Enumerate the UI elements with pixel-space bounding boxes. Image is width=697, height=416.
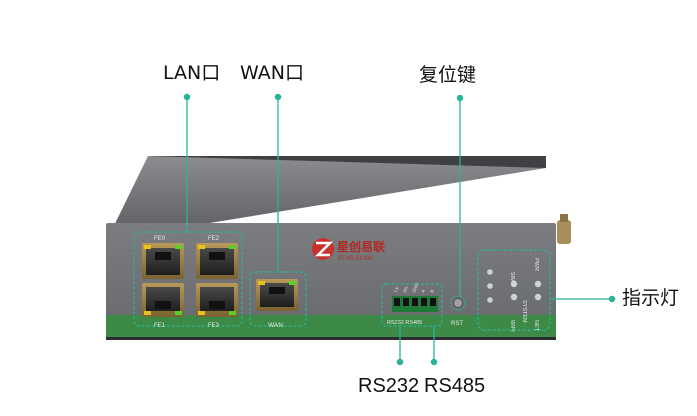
antenna-connector — [557, 214, 571, 244]
port-label-fe0: FE0 — [154, 236, 166, 242]
serial-pin-labels: TX RX GND A B — [393, 282, 435, 294]
reset-callout-label: 复位键 — [419, 64, 477, 86]
brand-logo: 星创易联 STAR-ELINK — [312, 238, 385, 262]
indicator-group-frame — [477, 249, 551, 331]
wan-callout-label: WAN口 — [240, 62, 304, 84]
led-label-wifi: WIFI — [509, 320, 515, 332]
wan-port — [256, 279, 298, 311]
serial-port-group-frame — [381, 283, 443, 327]
lan-port-fe1 — [142, 283, 184, 317]
lan-callout-label: LAN口 — [163, 62, 221, 84]
serial-pin-b: B — [429, 289, 435, 294]
serial-pin-a: A — [420, 289, 426, 294]
lan-port-fe3 — [196, 283, 238, 317]
port-label-fe1: FE1 — [154, 323, 166, 329]
serial-pin-rx: RX — [402, 286, 409, 294]
port-label-wan: WAN — [268, 322, 283, 329]
callout-leader-lines — [183, 93, 616, 366]
rs485-callout-label: RS485 — [424, 375, 486, 397]
port-label-fe3: FE3 — [208, 323, 220, 329]
serial-terminal-block — [392, 296, 438, 312]
lan-port-fe2 — [196, 243, 238, 279]
device-top-face — [108, 156, 556, 340]
port-label-fe2: FE2 — [208, 236, 220, 242]
rs232-callout-label: RS232 — [358, 375, 420, 397]
serial-pin-tx: TX — [393, 286, 400, 293]
led-label-system: SYSTEM — [521, 300, 527, 323]
led-label-net: NET — [533, 320, 539, 332]
indicator-leds — [487, 269, 542, 303]
lan-port-fe0 — [142, 243, 184, 279]
indicator-led-labels: SIM SYSTEM WIFI PWR NET — [509, 258, 539, 332]
brand-name-en: STAR-ELINK — [338, 256, 373, 262]
lan-port-group-frame — [133, 231, 243, 327]
panel-green-strip — [106, 315, 556, 337]
reset-button-label: RST — [451, 321, 463, 327]
serial-port-label: RS232 RS485 — [387, 320, 422, 326]
led-label-sim: SIM — [509, 272, 515, 282]
indicator-callout-label: 指示灯 — [622, 287, 680, 309]
led-label-pwr: PWR — [533, 258, 539, 271]
serial-pin-gnd: GND — [411, 282, 419, 294]
brand-name-cn: 星创易联 — [337, 239, 385, 254]
reset-button — [450, 295, 466, 311]
